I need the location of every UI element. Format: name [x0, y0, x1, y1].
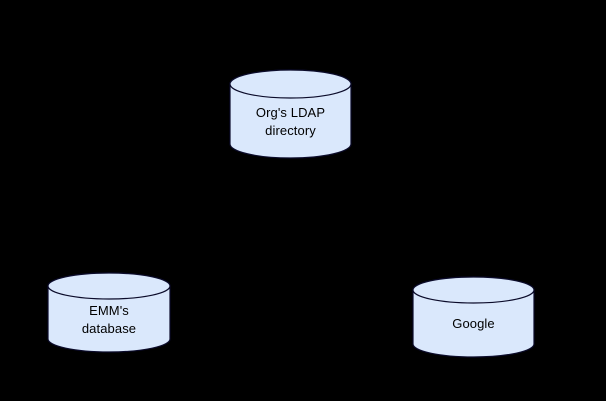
cylinder-shape-emm — [47, 272, 171, 353]
cylinder-top-rim — [47, 272, 171, 300]
cylinder-top-rim — [412, 276, 535, 304]
node-google[interactable]: Google — [412, 276, 535, 358]
node-ldap-directory[interactable]: Org's LDAP directory — [229, 69, 352, 159]
cylinder-top-rim — [229, 69, 352, 99]
cylinder-shape-google — [412, 276, 535, 358]
cylinder-shape-ldap — [229, 69, 352, 159]
node-emm-database[interactable]: EMM's database — [47, 272, 171, 353]
